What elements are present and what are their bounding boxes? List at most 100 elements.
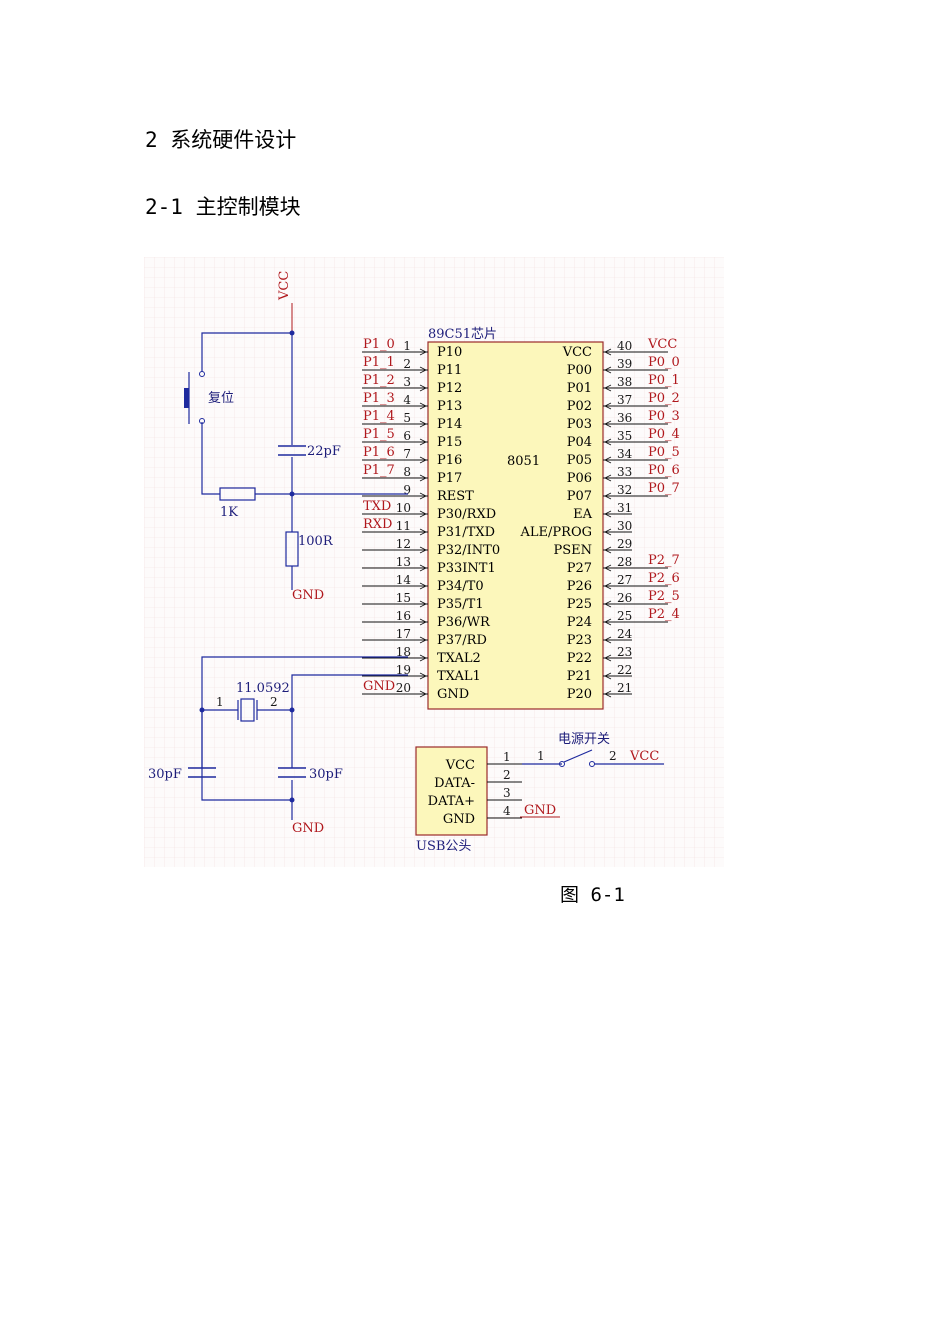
chip-pin-net-label: P1_0 [363, 337, 395, 352]
res-1k-symbol [219, 487, 256, 501]
chip-pin-name: P00 [567, 363, 592, 378]
usb-pin-name: GND [443, 812, 475, 827]
chip-pin-number: 22 [617, 663, 632, 677]
cap-30pf-left-symbol [188, 710, 216, 778]
pin-arrow-icon [604, 690, 612, 698]
chip-pin-name: P13 [437, 399, 462, 414]
usb-pin-name: VCC [445, 758, 475, 773]
pin-arrow-icon [604, 636, 612, 644]
chip-pin-number: 27 [617, 573, 632, 587]
chip-pin-name: P15 [437, 435, 462, 450]
pin-arrow-icon [419, 582, 427, 590]
chip-pin-number: 12 [396, 537, 411, 551]
reset-button-symbol [184, 371, 205, 424]
usb-connector-body [415, 746, 488, 836]
chip-pin-number: 25 [617, 609, 632, 623]
chip-pin-name: P26 [567, 579, 592, 594]
pin-arrow-icon [419, 672, 427, 680]
chip-pin-number: 16 [396, 609, 411, 623]
chip-pin-number: 31 [617, 501, 632, 515]
chip-pin-name: P23 [567, 633, 592, 648]
usb-pin-number: 3 [503, 786, 511, 800]
chip-pin-name: P22 [567, 651, 592, 666]
chip-pin-number: 30 [617, 519, 632, 533]
switch-pin1: 1 [537, 749, 545, 763]
pin-arrow-icon [604, 438, 612, 446]
crystal-pin2: 2 [270, 695, 278, 709]
chip-pin-name: TXAL2 [437, 651, 481, 666]
chip-pin-name: P30/RXD [437, 507, 496, 522]
pin-arrow-icon [604, 492, 612, 500]
pin-arrow-icon [419, 420, 427, 428]
chip-pin-net-label: P0_3 [648, 409, 680, 424]
chip-pin-number: 13 [396, 555, 411, 569]
chip-pin-name: P12 [437, 381, 462, 396]
chip-pin-name: TXAL1 [437, 669, 481, 684]
switch-lever [563, 749, 593, 763]
pin-arrow-icon [419, 564, 427, 572]
chip-pin-number: 19 [396, 663, 411, 677]
chip-body [427, 341, 604, 710]
chip-pin-name: P20 [567, 687, 592, 702]
chip-pin-name: P24 [567, 615, 592, 630]
pin-arrow-icon [419, 690, 427, 698]
crystal-gnd-junction [289, 797, 295, 803]
pin-arrow-icon [604, 582, 612, 590]
chip-pin-net-label: P0_0 [648, 355, 680, 370]
crystal-symbol [237, 698, 258, 722]
chip-right-pins: 40VCCVCC39P00P0_038P01P0_137P02P0_236P03… [520, 337, 680, 702]
chip-pin-net-label: P1_5 [363, 427, 395, 442]
chip-pin-number: 40 [617, 339, 632, 353]
chip-pin-number: 37 [617, 393, 632, 407]
usb-pin-name: DATA- [434, 776, 475, 791]
pin-arrow-icon [604, 420, 612, 428]
crystal-label: 11.0592 [236, 681, 290, 696]
chip-pin-number: 8 [403, 465, 411, 479]
chip-pin-net-label: P1_7 [363, 463, 395, 478]
chip-pin-number: 2 [403, 357, 411, 371]
chip-pin-name: EA [573, 507, 592, 522]
chip-pin-number: 5 [403, 411, 411, 425]
subsection-heading: 2-1 主控制模块 [145, 195, 301, 219]
chip-pin-number: 38 [617, 375, 632, 389]
chip-pin-number: 21 [617, 681, 632, 695]
chip-pin-number: 20 [396, 681, 411, 695]
switch-pin2: 2 [609, 749, 617, 763]
chip-pin-number: 23 [617, 645, 632, 659]
chip-pin-number: 35 [617, 429, 632, 443]
pin-arrow-icon [604, 510, 612, 518]
pin-arrow-icon [604, 384, 612, 392]
chip-pin-name: P05 [567, 453, 592, 468]
chip-pin-number: 34 [617, 447, 633, 461]
power-switch-label: 电源开关 [558, 732, 610, 747]
crystal-pin1: 1 [216, 695, 224, 709]
usb-pin-name: DATA+ [428, 794, 475, 809]
pin-arrow-icon [604, 474, 612, 482]
chip-pin-name: P31/TXD [437, 525, 495, 540]
chip-pin-net-label: P1_4 [363, 409, 395, 424]
pin-arrow-icon [604, 348, 612, 356]
chip-pin-name: ALE/PROG [520, 525, 592, 540]
chip-pin-net-label: P1_2 [363, 373, 395, 388]
chip-pin-number: 10 [396, 501, 411, 515]
chip-pin-number: 39 [617, 357, 632, 371]
chip-pin-net-label: TXD [363, 499, 391, 514]
chip-pin-number: 14 [396, 573, 412, 587]
chip-pin-number: 9 [403, 483, 411, 497]
pin-arrow-icon [604, 456, 612, 464]
chip-pin-number: 7 [403, 447, 411, 461]
crystal-right-junction [289, 707, 295, 713]
chip-pin-net-label: P2_4 [648, 607, 680, 622]
usb-pin-number: 2 [503, 768, 511, 782]
pin-arrow-icon [604, 600, 612, 608]
chip-pin-name: P34/T0 [437, 579, 484, 594]
chip-pin-name: P35/T1 [437, 597, 484, 612]
chip-pin-name: P07 [567, 489, 592, 504]
chip-model: 8051 [507, 454, 540, 469]
chip-pin-name: P17 [437, 471, 462, 486]
chip-pin-number: 1 [403, 339, 411, 353]
pin-arrow-icon [604, 672, 612, 680]
usb-gnd-net: GND [524, 803, 556, 818]
reset-junction [289, 491, 295, 497]
